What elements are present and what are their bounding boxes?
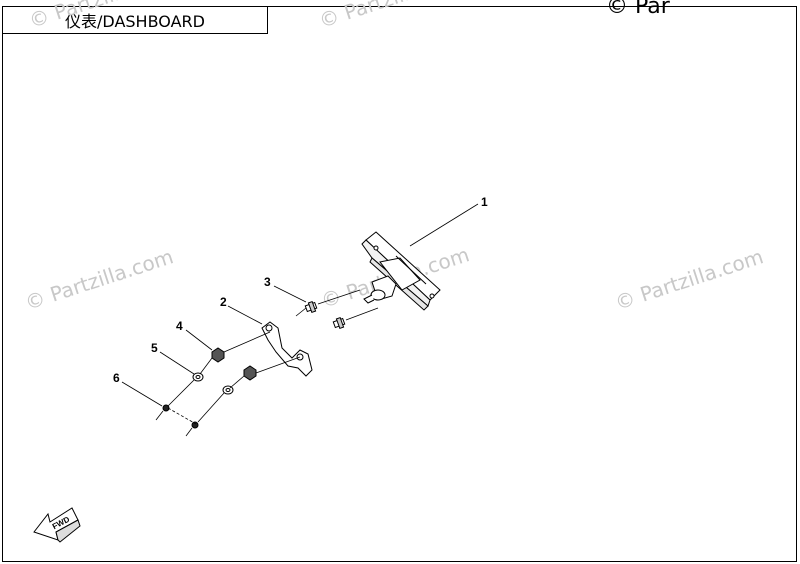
callout-3: 3 [264, 275, 271, 289]
small-nut-upper [162, 404, 170, 412]
callout-5: 5 [151, 341, 158, 355]
bolt-lower [332, 316, 346, 330]
drawing-frame [2, 6, 797, 562]
nut-upper [211, 347, 225, 363]
small-nut-lower [191, 421, 199, 429]
washer-upper [192, 372, 204, 382]
fwd-arrow-icon: FWD [33, 507, 81, 543]
title-box: 仪表/DASHBOARD [2, 6, 268, 34]
callout-4: 4 [176, 319, 183, 333]
bolt-upper [304, 300, 318, 314]
corner-watermark: © Par [606, 0, 670, 19]
callout-2: 2 [220, 295, 227, 309]
nut-lower [243, 365, 257, 381]
callout-6: 6 [113, 371, 120, 385]
assembly-lines [155, 289, 379, 437]
callout-1: 1 [481, 195, 488, 209]
page-title: 仪表/DASHBOARD [65, 12, 205, 31]
leader-lines [121, 203, 479, 407]
dashboard-instrument [361, 231, 441, 311]
